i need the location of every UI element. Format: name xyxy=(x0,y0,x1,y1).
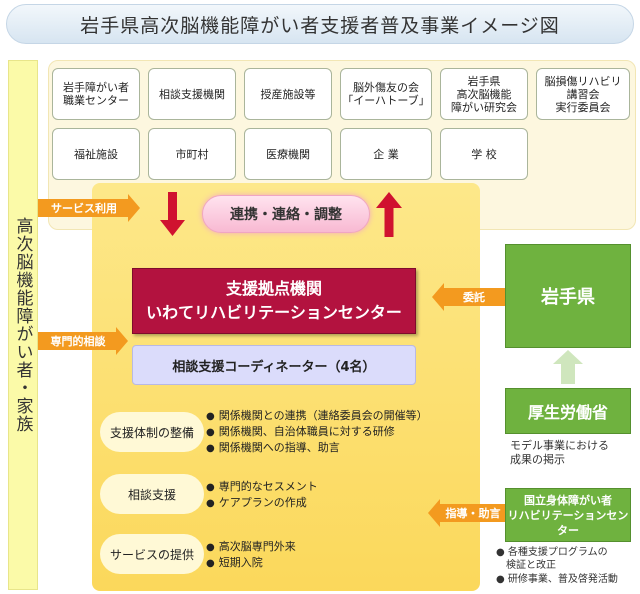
activity-label: サービスの提供 xyxy=(100,534,204,574)
org-box: 医療機関 xyxy=(244,128,332,180)
national-rehab-line2: リハビリテーションセンター xyxy=(507,508,629,537)
national-rehab-notes: 各種支援プログラムの 検証と改正 研修事業、普及啓発活動 xyxy=(496,546,640,587)
activity-bullet: 関係機関との連携（連絡委員会の開催等） xyxy=(206,408,478,424)
down-arrow xyxy=(160,192,185,236)
coordination-label: 連携・連絡・調整 xyxy=(202,195,370,233)
specialist-consult-label: 専門的相談 xyxy=(50,335,106,348)
up-arrow-light xyxy=(553,350,583,384)
org-box: 市町村 xyxy=(148,128,236,180)
national-rehab-center-box: 国立身体障がい者 リハビリテーションセンター xyxy=(505,488,631,542)
org-box: 脳損傷リハビリ 講習会 実行委員会 xyxy=(536,68,630,120)
org-box: 福祉施設 xyxy=(52,128,140,180)
national-rehab-note: 研修事業、普及啓発活動 xyxy=(496,573,640,586)
entrust-label: 委託 xyxy=(463,291,485,304)
activity-bullets: 専門的なセスメント ケアプランの作成 xyxy=(206,479,478,511)
specialist-consult-arrow xyxy=(38,327,128,355)
org-box: 脳外傷友の会 「イーハトーブ」 xyxy=(340,68,432,120)
org-box: 授産施設等 xyxy=(244,68,332,120)
activity-bullet: 短期入院 xyxy=(206,555,478,571)
support-center-panel xyxy=(92,183,480,591)
national-rehab-note: 各種支援プログラムの 検証と改正 xyxy=(496,546,640,572)
entrust-arrow xyxy=(432,283,505,311)
org-box: 企 業 xyxy=(340,128,432,180)
mhlw-box: 厚生労働省 xyxy=(505,388,631,434)
activity-label: 相談支援 xyxy=(100,474,204,514)
national-rehab-line1: 国立身体障がい者 xyxy=(524,493,612,507)
org-box: 岩手障がい者 職業センター xyxy=(52,68,140,120)
service-use-arrow xyxy=(38,194,140,222)
up-arrow xyxy=(376,192,402,237)
target-group-label: 高次脳機能障がい者・家族 xyxy=(8,60,38,590)
activity-bullet: 関係機関への指導、助言 xyxy=(206,440,478,456)
activity-label: 支援体制の整備 xyxy=(100,412,204,452)
org-box: 学 校 xyxy=(440,128,528,180)
activity-bullet: ケアプランの作成 xyxy=(206,495,478,511)
activity-bullet: 高次脳専門外来 xyxy=(206,539,478,555)
service-use-label: サービス利用 xyxy=(51,202,117,215)
activity-bullet: 関係機関、自治体職員に対する研修 xyxy=(206,424,478,440)
activity-bullets: 関係機関との連携（連絡委員会の開催等） 関係機関、自治体職員に対する研修 関係機… xyxy=(206,408,478,456)
support-center-box: 支援拠点機関 いわてリハビリテーションセンター xyxy=(132,268,416,334)
org-box: 岩手県 高次脳機能 障がい研究会 xyxy=(440,68,528,120)
mhlw-note: モデル事業における 成果の掲示 xyxy=(510,439,609,466)
activity-bullets: 高次脳専門外来 短期入院 xyxy=(206,539,478,571)
coordinator-box: 相談支援コーディネーター（4名） xyxy=(132,345,416,385)
center-line1: 支援拠点機関 xyxy=(225,279,322,298)
iwate-prefecture-box: 岩手県 xyxy=(505,244,631,348)
activity-bullet: 専門的なセスメント xyxy=(206,479,478,495)
org-box: 相談支援機関 xyxy=(148,68,236,120)
page-title: 岩手県高次脳機能障がい者支援者普及事業イメージ図 xyxy=(6,4,634,44)
center-line2: いわてリハビリテーションセンター xyxy=(146,303,402,322)
